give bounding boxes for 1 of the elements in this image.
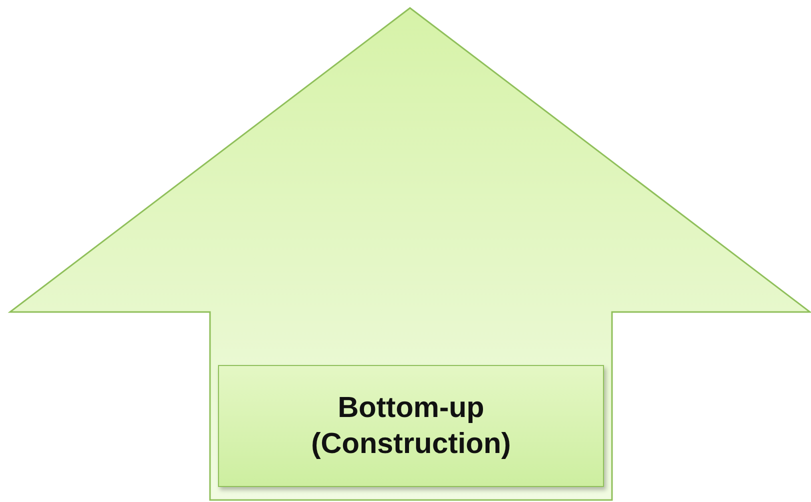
label-box: Bottom-up (Construction) — [218, 365, 604, 487]
